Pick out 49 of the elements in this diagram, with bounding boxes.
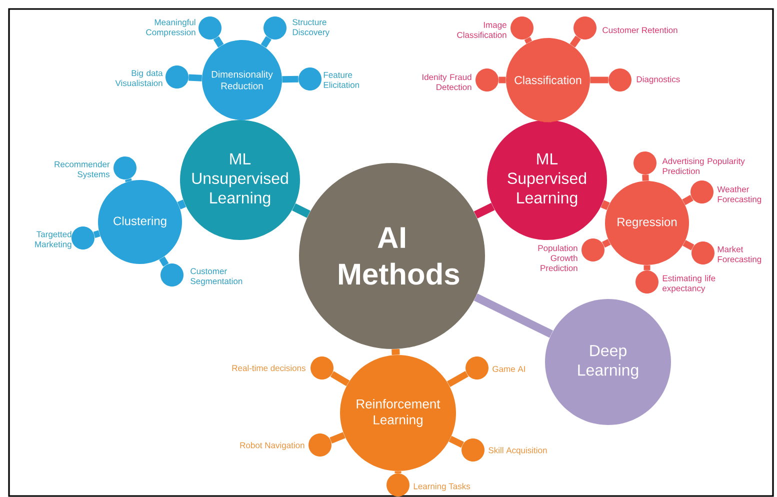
connector	[330, 371, 350, 386]
leaf-label: Estimating life expectancy	[662, 275, 716, 293]
leaf-label: Game AI	[492, 366, 525, 372]
connector	[159, 256, 169, 267]
leaf-label: Big data Visualistaion	[115, 70, 163, 86]
connector	[125, 178, 132, 182]
connector	[498, 76, 506, 84]
leaf-label: Feature Elicitation	[324, 72, 360, 88]
connector	[642, 174, 649, 181]
connector	[474, 202, 495, 219]
leaf-label: Image Classification	[457, 22, 506, 38]
leaf-label: Structure Discovery	[292, 19, 330, 37]
leaf-label: Customer Segmentation	[190, 268, 242, 286]
connector	[474, 293, 554, 338]
connector	[644, 265, 650, 270]
leaf-label: Weather Forecasting	[717, 186, 762, 204]
connector	[260, 36, 272, 48]
connector	[600, 200, 610, 210]
leaf-label: Robot Navigation	[240, 442, 304, 450]
connector	[590, 76, 608, 84]
connector	[570, 36, 581, 48]
leaf-label: Real-time decisions	[232, 364, 306, 372]
connector	[682, 240, 694, 250]
connector	[544, 120, 552, 122]
connector	[602, 238, 611, 248]
leaf-label: Advertising Popularity Prediction	[662, 158, 745, 174]
connector	[93, 230, 100, 238]
leaf-label: Targetted Marketing	[35, 231, 72, 249]
leaf-label: Meaningful Compression	[146, 19, 196, 37]
connector	[392, 348, 400, 355]
leaf-label: Learning Tasks	[414, 483, 470, 491]
leaf-label: Skill Acquisition	[488, 447, 547, 455]
connector	[188, 74, 202, 82]
leaf-label: Idenity Fraud Detection	[422, 74, 472, 90]
connector	[682, 194, 694, 206]
leaf-label: Market Forecasting	[718, 246, 762, 264]
leaf-label: Recommender Systems	[54, 161, 110, 179]
connector	[446, 370, 468, 388]
connector	[177, 200, 186, 210]
connector	[282, 76, 298, 83]
connector	[213, 36, 224, 48]
connector	[330, 432, 346, 444]
connector	[394, 471, 402, 474]
connector	[448, 436, 464, 448]
connector	[524, 37, 532, 44]
connector	[292, 203, 310, 218]
leaf-label: Diagnostics	[636, 76, 680, 84]
leaf-label: Population Growth Prediction	[538, 244, 578, 272]
leaf-label: Customer Retention	[602, 26, 678, 34]
